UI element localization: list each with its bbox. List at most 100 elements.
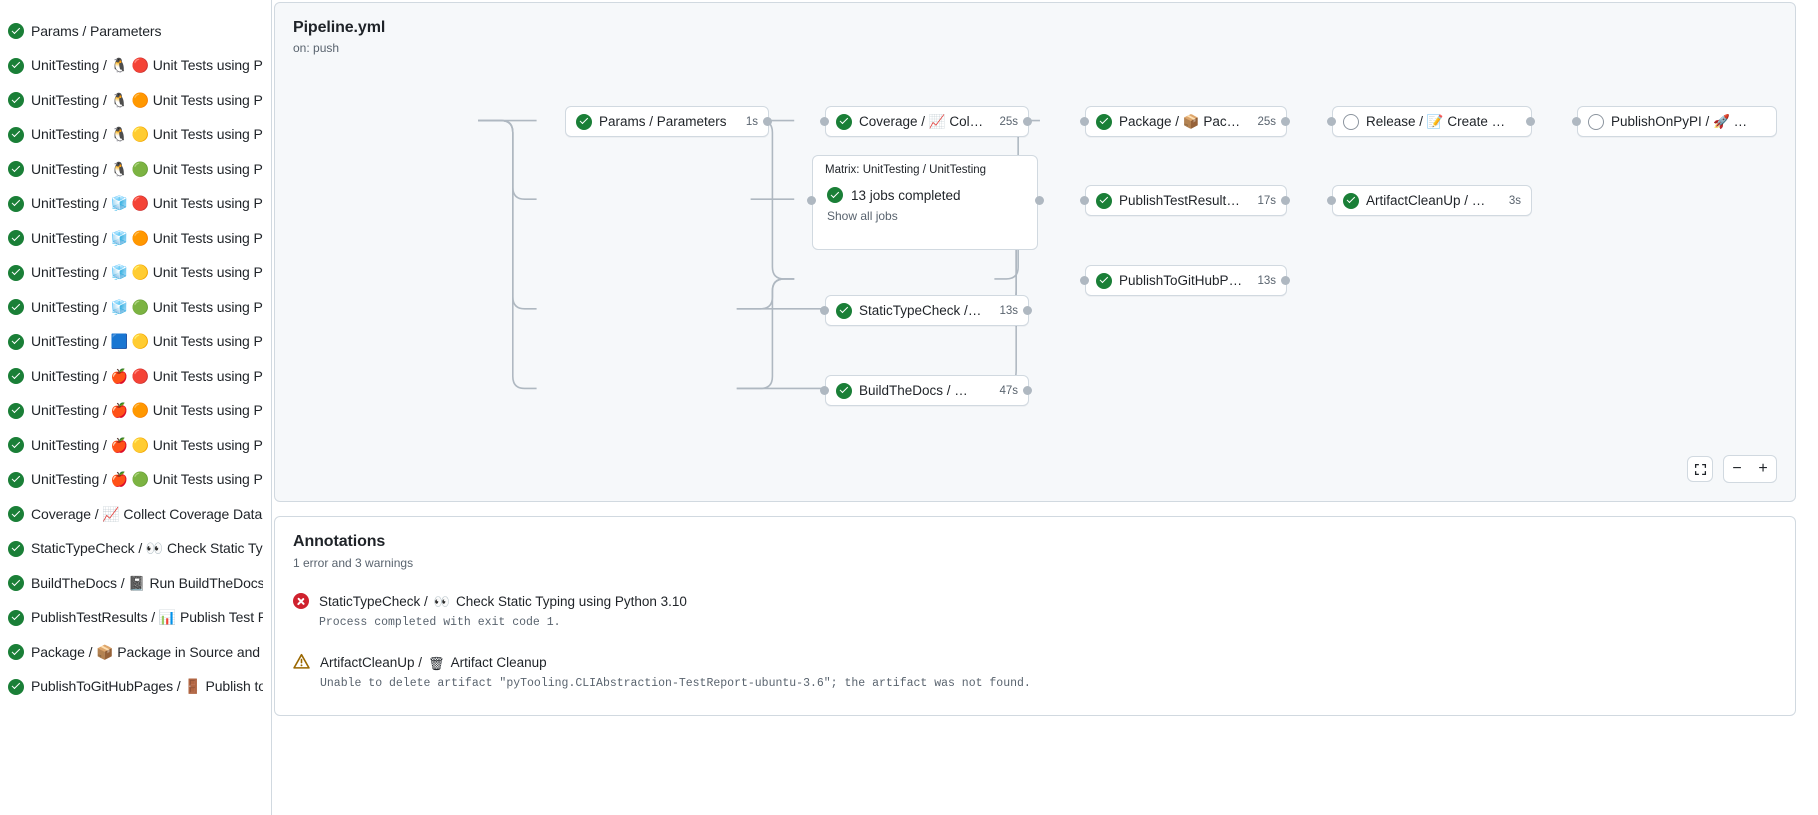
show-all-jobs-link[interactable]: Show all jobs (827, 209, 898, 223)
status-success-icon (8, 644, 24, 661)
sidebar-job-item[interactable]: UnitTesting / 🐧 🔴 Unit Tests using Pyth.… (0, 49, 271, 84)
node-label: Params / Parameters (599, 114, 727, 129)
sidebar-job-label: PublishTestResults / 📊 Publish Test Resu… (31, 609, 263, 626)
status-success-icon (8, 230, 24, 247)
sidebar-job-item[interactable]: UnitTesting / 🟦 🟡 Unit Tests using Pyth.… (0, 325, 271, 360)
sidebar-job-item[interactable]: UnitTesting / 🍎 🟠 Unit Tests using Pyth.… (0, 394, 271, 429)
status-success-icon (8, 575, 24, 592)
sidebar-job-item[interactable]: PublishToGitHubPages / 🚪 Publish to G... (0, 670, 271, 705)
status-success-icon (8, 23, 24, 40)
annotation-step: Artifact Cleanup (450, 655, 547, 671)
graph-node-package[interactable]: Package / 📦 Package in So... 25s (1085, 106, 1287, 137)
fullscreen-icon[interactable] (1687, 456, 1713, 482)
sidebar-job-label: StaticTypeCheck / 👀 Check Static Typing.… (31, 540, 263, 557)
sidebar-job-label: UnitTesting / 🍎 🟢 Unit Tests using Pyth.… (31, 471, 263, 488)
status-success-icon (1096, 113, 1112, 130)
node-label: PublishToGitHubPages / 🚪 ... (1119, 272, 1242, 288)
zoom-out-button[interactable]: − (1732, 460, 1742, 477)
annotation-header[interactable]: StaticTypeCheck /👀Check Static Typing us… (319, 592, 687, 612)
sidebar-job-item[interactable]: BuildTheDocs / 📓 Run BuildTheDocs (0, 566, 271, 601)
sidebar-job-item[interactable]: UnitTesting / 🐧 🟡 Unit Tests using Pyth.… (0, 118, 271, 153)
sidebar-job-label: UnitTesting / 🧊 🔴 Unit Tests using Pyth.… (31, 195, 263, 212)
graph-node-release[interactable]: Release / 📝 Create 'Release P... (1332, 106, 1532, 137)
sidebar-job-item[interactable]: PublishTestResults / 📊 Publish Test Resu… (0, 601, 271, 636)
graph-node-publishtestresults[interactable]: PublishTestResults / 📊 Pu... 17s (1085, 185, 1287, 216)
annotation-header[interactable]: ArtifactCleanUp /🗑Artifact Cleanup (320, 653, 1031, 673)
edge-dot (1023, 306, 1032, 315)
sidebar-job-item[interactable]: UnitTesting / 🧊 🟡 Unit Tests using Pyth.… (0, 256, 271, 291)
graph-node-publishtogithubpages[interactable]: PublishToGitHubPages / 🚪 ... 13s (1085, 265, 1287, 296)
status-success-icon (8, 471, 24, 488)
sidebar-job-item[interactable]: Package / 📦 Package in Source and Wh... (0, 635, 271, 670)
sidebar-job-label: UnitTesting / 🍎 🔴 Unit Tests using Pyth.… (31, 367, 263, 384)
sidebar-job-label: UnitTesting / 🐧 🟠 Unit Tests using Pyth.… (31, 91, 263, 108)
sidebar-job-item[interactable]: UnitTesting / 🍎 🔴 Unit Tests using Pyth.… (0, 359, 271, 394)
status-success-icon (8, 402, 24, 419)
annotation-message: Process completed with exit code 1. (319, 615, 561, 629)
graph-node-statictypecheck[interactable]: StaticTypeCheck / 👀 Chec... 13s (825, 295, 1029, 326)
status-success-icon (1343, 192, 1359, 209)
annotation-step: Check Static Typing using Python 3.10 (456, 594, 687, 609)
sidebar-job-label: UnitTesting / 🍎 🟡 Unit Tests using Pyth.… (31, 436, 263, 453)
graph-node-publishonpypi[interactable]: PublishOnPyPI / 🚀 Publish to ... (1577, 106, 1777, 137)
sidebar-job-item[interactable]: Coverage / 📈 Collect Coverage Data usi..… (0, 497, 271, 532)
edge-dot (1281, 117, 1290, 126)
annotation-job: ArtifactCleanUp / (320, 655, 423, 671)
node-label: Release / 📝 Create 'Release P... (1366, 113, 1506, 129)
status-success-icon (8, 437, 24, 454)
matrix-jobs-summary[interactable]: 13 jobs completed (813, 176, 1037, 203)
sidebar-job-item[interactable]: Params / Parameters (0, 14, 271, 49)
edge-dot (1281, 276, 1290, 285)
matrix-jobs-label: 13 jobs completed (851, 187, 961, 203)
edge-dot (1035, 196, 1044, 205)
annotation-message: Unable to delete artifact "pyTooling.CLI… (320, 676, 1031, 690)
graph-node-buildthedocs[interactable]: BuildTheDocs / 📓 Run Buil... 47s (825, 375, 1029, 406)
sidebar-job-item[interactable]: UnitTesting / 🧊 🟢 Unit Tests using Pyth.… (0, 290, 271, 325)
status-success-icon (1096, 192, 1112, 209)
graph-edges (478, 119, 1288, 390)
sidebar-job-item[interactable]: UnitTesting / 🍎 🟢 Unit Tests using Pyth.… (0, 463, 271, 498)
node-duration: 17s (1257, 194, 1276, 207)
node-duration: 3s (1508, 194, 1521, 207)
zoom-in-button[interactable]: + (1758, 460, 1768, 477)
edge-dot (1080, 117, 1089, 126)
matrix-group-unittesting[interactable]: Matrix: UnitTesting / UnitTesting 13 job… (812, 155, 1038, 250)
status-success-icon (8, 540, 24, 557)
node-duration: 25s (1257, 115, 1276, 128)
sidebar-job-item[interactable]: UnitTesting / 🧊 🟠 Unit Tests using Pyth.… (0, 221, 271, 256)
sidebar-job-label: Coverage / 📈 Collect Coverage Data usi..… (31, 505, 263, 522)
sidebar-job-label: PublishToGitHubPages / 🚪 Publish to G... (31, 678, 263, 695)
sidebar-job-item[interactable]: UnitTesting / 🍎 🟡 Unit Tests using Pyth.… (0, 428, 271, 463)
sidebar-job-label: BuildTheDocs / 📓 Run BuildTheDocs (31, 574, 263, 591)
annotation-item: StaticTypeCheck /👀Check Static Typing us… (293, 592, 1777, 631)
sidebar-job-item[interactable]: StaticTypeCheck / 👀 Check Static Typing.… (0, 532, 271, 567)
status-success-icon (8, 126, 24, 143)
annotation-emoji-icon: 👀 (433, 594, 450, 610)
graph-zoom-controls[interactable]: − + (1687, 455, 1777, 483)
workflow-graph-panel[interactable]: Pipeline.yml on: push (274, 2, 1796, 502)
status-success-icon (8, 678, 24, 695)
sidebar-job-item[interactable]: UnitTesting / 🐧 🟠 Unit Tests using Pyth.… (0, 83, 271, 118)
graph-node-coverage[interactable]: Coverage / 📈 Collect Cove... 25s (825, 106, 1029, 137)
node-label: BuildTheDocs / 📓 Run Buil... (859, 382, 985, 398)
edge-dot (1327, 196, 1336, 205)
graph-node-artifactcleanup[interactable]: ArtifactCleanUp / 🗑 Artifac... 3s (1332, 185, 1532, 216)
edge-dot (1023, 117, 1032, 126)
edge-dot (820, 117, 829, 126)
status-success-icon (836, 113, 852, 130)
node-duration: 25s (999, 115, 1018, 128)
annotations-list: StaticTypeCheck /👀Check Static Typing us… (293, 592, 1777, 692)
edge-dot (1080, 196, 1089, 205)
graph-node-params[interactable]: Params / Parameters 1s (565, 106, 769, 137)
node-label: ArtifactCleanUp / 🗑 Artifac... (1366, 192, 1494, 208)
status-success-icon (1096, 272, 1112, 289)
edge-dot (1572, 117, 1581, 126)
node-label: PublishTestResults / 📊 Pu... (1119, 192, 1242, 208)
edge-dot (1023, 386, 1032, 395)
sidebar-job-label: UnitTesting / 🧊 🟠 Unit Tests using Pyth.… (31, 229, 263, 246)
sidebar-job-item[interactable]: UnitTesting / 🧊 🔴 Unit Tests using Pyth.… (0, 187, 271, 222)
annotations-summary: 1 error and 3 warnings (293, 556, 414, 570)
sidebar-job-item[interactable]: UnitTesting / 🐧 🟢 Unit Tests using Pyth.… (0, 152, 271, 187)
status-success-icon (836, 302, 852, 319)
